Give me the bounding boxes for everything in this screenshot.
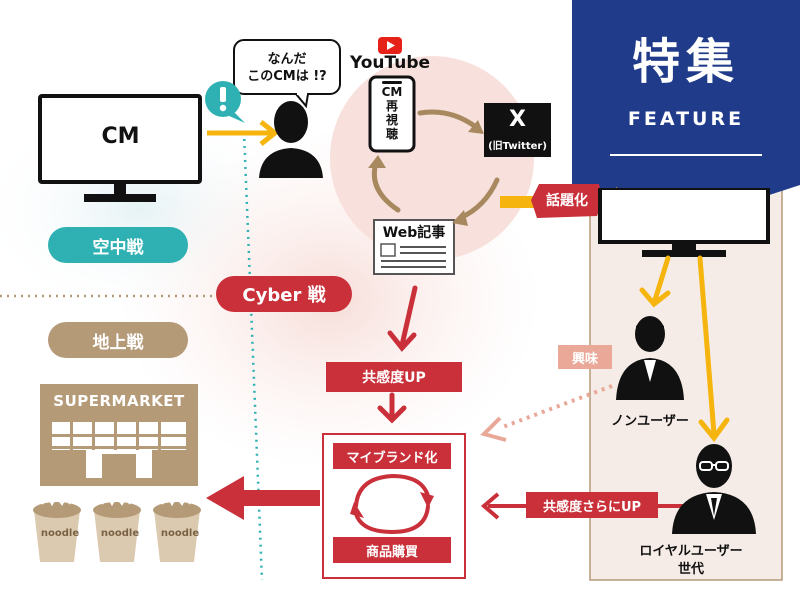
phone-icon <box>368 75 416 153</box>
web-label: Web記事 <box>382 225 446 241</box>
cyber-boundary-line <box>242 131 264 581</box>
empathy-up-box: 共感度UP <box>326 362 462 392</box>
viewer-person-icon <box>259 101 323 178</box>
loyal-user-label-2: 世代 <box>677 562 704 577</box>
more-empathy-label: 共感度さらにUP <box>526 492 658 518</box>
air-war-pill: 空中戦 <box>48 227 188 263</box>
trend-label: 話題化 <box>546 193 588 209</box>
speech-line2: このCMは !? <box>247 69 327 84</box>
exclamation-icon <box>205 81 245 123</box>
noodle-cups <box>33 499 201 562</box>
supermarket-icon <box>40 384 198 486</box>
speech-bubble <box>233 39 341 108</box>
phone-text-1: CM <box>381 85 403 99</box>
tv-right-icon <box>598 188 770 257</box>
trend-tag <box>531 184 603 218</box>
feature-badge <box>572 0 800 222</box>
tv-label: CM <box>101 124 140 149</box>
noodle-cup-3 <box>153 499 201 562</box>
purchase-label: 商品購買 <box>333 537 451 563</box>
brand-cycle-arrows <box>350 473 434 535</box>
tv-left-icon <box>38 94 202 202</box>
x-box <box>484 103 551 157</box>
noodle-cup-1 <box>33 499 81 562</box>
interest-tag: 興味 <box>558 345 612 369</box>
feature-title: 特集 <box>631 34 740 90</box>
x-label: X <box>509 107 526 132</box>
mybrand-label: マイブランド化 <box>333 443 451 469</box>
youtube-icon <box>378 37 402 54</box>
supermarket-label: SUPERMARKET <box>53 392 185 410</box>
cyber-war-pill: Cyber 戦 <box>216 276 352 312</box>
noodle-label-2: noodle <box>100 528 140 539</box>
nonuser-person-icon <box>616 316 684 400</box>
loyal-user-person-icon <box>672 444 756 534</box>
nonuser-label: ノンユーザー <box>611 414 689 429</box>
phone-text-4: 聴 <box>385 127 398 141</box>
speech-line1: なんだ <box>267 52 307 67</box>
phone-text-2: 再 <box>385 99 398 113</box>
noodle-label-3: noodle <box>160 528 200 539</box>
web-article-icon <box>373 219 455 275</box>
phone-text-3: 視 <box>385 113 398 127</box>
ground-war-pill: 地上戦 <box>48 322 188 358</box>
youtube-label: YouTube <box>349 53 431 73</box>
arrow-tv-to-viewer <box>207 120 280 146</box>
x-sublabel: (旧Twitter) <box>488 141 547 152</box>
noodle-cup-2 <box>93 499 141 562</box>
noodle-label-1: noodle <box>40 528 80 539</box>
loyal-user-label-1: ロイヤルユーザー <box>639 544 743 559</box>
feature-subtitle: FEATURE <box>627 108 745 130</box>
